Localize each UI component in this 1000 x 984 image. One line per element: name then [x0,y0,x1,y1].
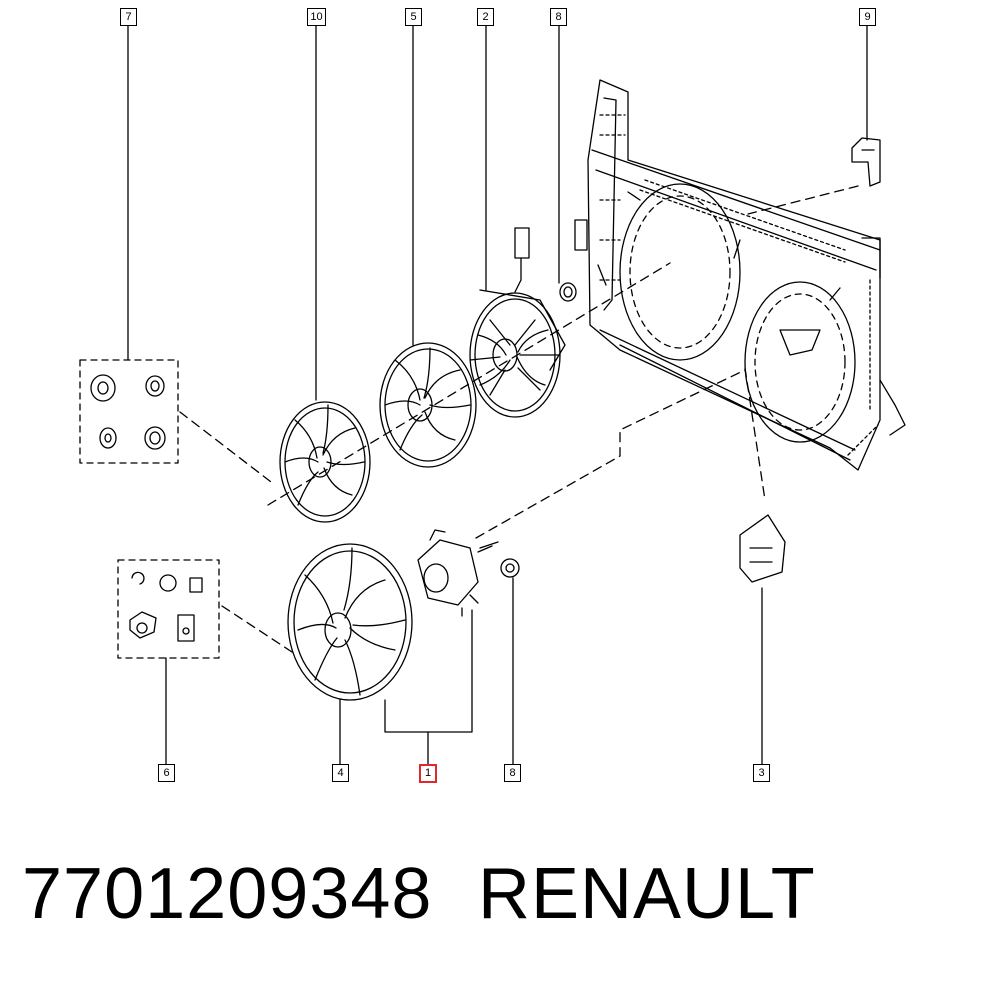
brand-name: RENAULT [478,854,816,934]
fan-part-5 [379,342,477,468]
fan-part-10 [279,401,371,523]
bracket-part-9 [851,137,881,187]
nut-part-8-bottom [500,558,520,578]
fan-part-4 [287,543,413,701]
radiator-frame [574,79,906,471]
callout-8-bottom: 8 [504,764,521,782]
nut-part-8-top [559,282,577,302]
callout-9: 9 [859,8,876,26]
fan-motor-part-2 [469,227,566,418]
callout-7: 7 [120,8,137,26]
leader-lines [127,25,868,765]
part-number: 7701209348 [22,854,433,934]
callout-2: 2 [477,8,494,26]
callout-3: 3 [753,764,770,782]
callout-10: 10 [307,8,326,26]
callout-5: 5 [405,8,422,26]
motor-part-1 [417,529,499,617]
callout-6: 6 [158,764,175,782]
hardware-kit-part-6 [117,559,220,659]
callout-1-highlighted: 1 [419,764,437,783]
assembly-dashed-lines [179,185,859,653]
callout-4: 4 [332,764,349,782]
hardware-kit-part-7 [79,359,179,464]
callout-8-top: 8 [550,8,567,26]
bracket-part-3 [739,514,786,583]
